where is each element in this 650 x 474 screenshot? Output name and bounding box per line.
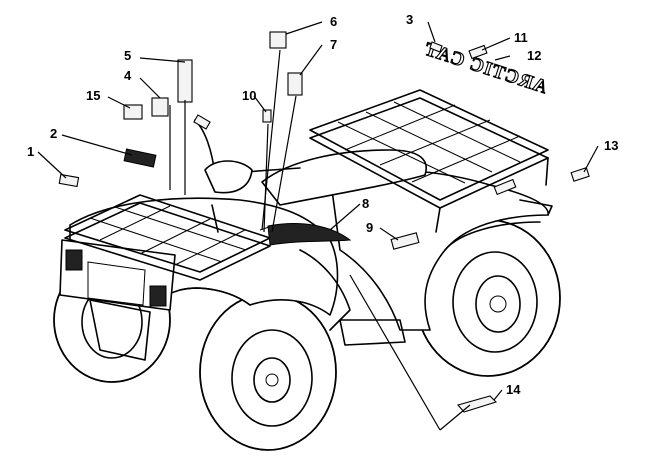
callout-9: 9 <box>366 220 373 235</box>
seat <box>261 149 427 206</box>
side-decal-stripe <box>267 223 352 246</box>
front-rack <box>64 194 271 281</box>
leader-lines <box>37 21 599 431</box>
decal-3 <box>429 41 443 53</box>
decal-7 <box>287 72 303 96</box>
handlebars <box>123 114 301 194</box>
callout-5: 5 <box>124 48 131 63</box>
callout-12: 12 <box>527 48 541 63</box>
rear-fender <box>329 169 553 331</box>
callout-7: 7 <box>330 37 337 52</box>
callout-15: 15 <box>86 88 100 103</box>
callout-8: 8 <box>362 196 369 211</box>
callout-10: 10 <box>242 88 256 103</box>
front-bumper <box>59 239 176 361</box>
decal-1 <box>58 173 80 188</box>
front-right-wheel <box>199 293 337 451</box>
callout-6: 6 <box>330 14 337 29</box>
decal-9 <box>390 232 420 250</box>
callout-4: 4 <box>124 68 132 83</box>
rear-rack <box>309 89 549 233</box>
callout-3: 3 <box>406 12 413 27</box>
callout-labels: 1 2 3 4 5 6 7 8 9 10 11 12 13 14 15 <box>27 12 618 397</box>
decal-11 <box>468 44 488 60</box>
decal-6 <box>269 31 287 49</box>
decal-5 <box>177 59 193 103</box>
callout-11: 11 <box>514 30 528 45</box>
decal-14 <box>457 395 498 413</box>
decal-13 <box>570 167 590 182</box>
decal-15 <box>123 104 143 120</box>
decal-4 <box>151 97 169 117</box>
callout-1: 1 <box>27 144 34 159</box>
callout-13: 13 <box>604 138 618 153</box>
decal-10 <box>262 109 272 123</box>
callout-14: 14 <box>506 382 521 397</box>
callout-2: 2 <box>50 126 57 141</box>
